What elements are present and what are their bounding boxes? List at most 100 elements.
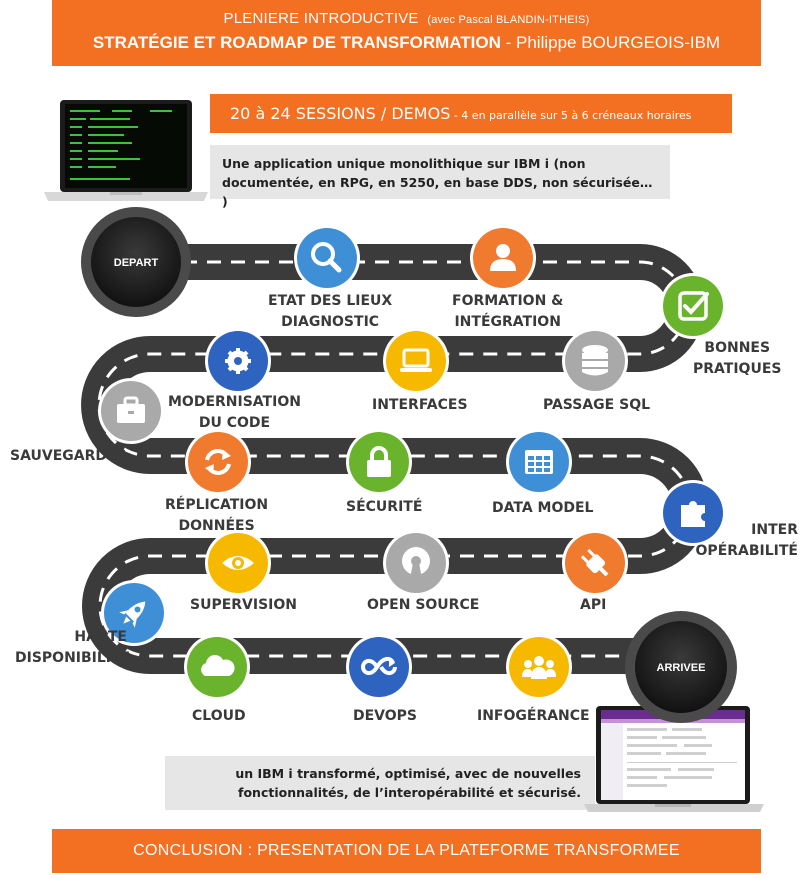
infinity-icon — [360, 656, 397, 675]
label-passage-sql: PASSAGE SQL — [543, 395, 650, 416]
step-supervision — [205, 530, 271, 596]
step-haute — [101, 580, 167, 646]
label-diagnostic: ETAT DES LIEUX DIAGNOSTIC — [268, 291, 392, 333]
step-sauvegardes — [98, 378, 164, 444]
strategy-title: STRATÉGIE ET ROADMAP DE TRANSFORMATION — [92, 33, 501, 52]
label-bonnes-line2: PRATIQUES — [693, 361, 782, 377]
intro-box: Une application unique monolithique sur … — [210, 145, 670, 209]
step-securite — [346, 429, 412, 495]
step-diagnostic-circle — [297, 228, 357, 288]
puzzle-icon — [681, 501, 705, 527]
label-interfaces: INTERFACES — [372, 395, 468, 416]
label-datamodel-line1: DATA MODEL — [492, 500, 594, 516]
step-api — [562, 530, 628, 596]
label-infogerance-line1: INFOGÉRANCE — [477, 708, 590, 724]
step-circles — [98, 225, 726, 700]
label-interop-line1: INTER — [751, 522, 798, 538]
label-interfaces-line1: INTERFACES — [372, 397, 468, 413]
step-interfaces-circle — [386, 331, 446, 391]
label-opensource-line1: OPEN SOURCE — [367, 597, 480, 613]
finish-label: ARRIVEE — [657, 662, 706, 674]
step-modernisation — [205, 328, 271, 394]
sessions-banner: 20 à 24 SESSIONS / DEMOS - 4 en parallèl… — [210, 94, 732, 133]
label-bonnes-pratiques: BONNES PRATIQUES — [693, 338, 781, 380]
step-replication — [185, 429, 251, 495]
label-devops: DEVOPS — [353, 706, 417, 727]
rocket-icon — [119, 601, 146, 628]
label-bonnes-line1: BONNES — [704, 340, 771, 356]
step-replication-circle — [188, 432, 248, 492]
sessions-count: 20 à 24 SESSIONS / DEMOS — [230, 104, 451, 123]
cloud-icon — [201, 655, 235, 676]
label-sql-line1: PASSAGE SQL — [543, 397, 651, 413]
top-banner: PLENIERE INTRODUCTIVE (avec Pascal BLAND… — [52, 0, 761, 66]
step-opensource — [383, 530, 449, 596]
label-diagnostic-line1: ETAT DES LIEUX — [268, 293, 393, 309]
label-infogerance: INFOGÉRANCE — [477, 706, 590, 727]
lock-icon — [367, 446, 391, 477]
finish-marker: ARRIVEE — [625, 611, 737, 723]
label-formation-line1: FORMATION & — [452, 293, 564, 309]
table-icon — [525, 450, 553, 474]
label-haute-disponibilite: HAUTE DISPONIBILITÉ — [15, 627, 131, 669]
strategy-line: STRATÉGIE ET ROADMAP DE TRANSFORMATION -… — [52, 33, 761, 53]
briefcase-icon — [117, 396, 145, 423]
step-sql — [562, 328, 628, 394]
label-devops-line1: DEVOPS — [353, 708, 418, 724]
strategy-speaker: - Philippe BOURGEOIS-IBM — [500, 33, 721, 52]
conclusion-text: CONCLUSION : PRESENTATION DE LA PLATEFOR… — [133, 842, 680, 859]
step-devops — [346, 634, 412, 700]
plenary-guest: (avec Pascal BLANDIN-ITHEIS) — [427, 14, 590, 26]
label-haute-line2: DISPONIBILITÉ — [15, 650, 131, 666]
label-formation: FORMATION & INTÉGRATION — [452, 291, 563, 333]
plug-icon — [580, 548, 609, 577]
intro-line-2: documentée, en RPG, en 5250, en base DDS… — [222, 175, 653, 209]
step-bonnes — [660, 273, 726, 339]
plenary-line: PLENIERE INTRODUCTIVE (avec Pascal BLAND… — [52, 10, 761, 27]
gear-icon — [225, 348, 251, 374]
label-sauvegardes: SAUVEGARDES — [10, 446, 127, 467]
laptop-icon — [400, 348, 432, 372]
step-diagnostic — [294, 225, 360, 291]
label-modernisation: MODERNISATION DU CODE — [168, 392, 301, 434]
label-modernisation-line2: DU CODE — [198, 415, 271, 431]
label-data-model: DATA MODEL — [492, 498, 593, 519]
label-open-source: OPEN SOURCE — [367, 595, 479, 616]
label-haute-line1: HAUTE — [74, 629, 127, 645]
label-replication-line1: RÉPLICATION — [165, 497, 269, 513]
label-api: API — [580, 595, 606, 616]
search-icon — [311, 242, 342, 273]
step-infogerance — [506, 634, 572, 700]
sessions-detail: - 4 en parallèle sur 5 à 6 créneaux hora… — [450, 109, 692, 122]
checkbox-icon — [678, 291, 709, 321]
conclusion-banner: CONCLUSION : PRESENTATION DE LA PLATEFOR… — [52, 829, 761, 873]
team-icon — [522, 656, 556, 679]
step-interfaces — [383, 328, 449, 394]
label-modernisation-line1: MODERNISATION — [168, 394, 301, 410]
step-bonnes-circle — [663, 276, 723, 336]
step-cloud — [184, 634, 250, 700]
database-icon — [582, 345, 608, 376]
start-marker: DEPART — [81, 207, 191, 317]
step-interop — [660, 480, 726, 546]
label-api-line1: API — [580, 597, 607, 613]
label-cloud-line1: CLOUD — [192, 708, 246, 724]
label-sauvegardes-line1: SAUVEGARDES — [10, 448, 127, 464]
label-interoperabilite: INTER OPÉRABILITÉ — [670, 520, 798, 562]
user-icon — [490, 244, 516, 271]
outro-line-2: fonctionnalités, de l’interopérabilité e… — [238, 785, 581, 800]
label-formation-line2: INTÉGRATION — [454, 314, 561, 330]
label-supervision-line1: SUPERVISION — [190, 597, 298, 613]
step-formation — [470, 225, 536, 291]
label-replication-line2: DONNÉES — [178, 518, 255, 534]
label-securite-line1: SÉCURITÉ — [346, 499, 423, 515]
intro-line-1: Une application unique monolithique sur … — [222, 156, 586, 171]
laptop-terminal-icon — [44, 100, 208, 201]
laptop-webapp-icon — [584, 706, 764, 812]
label-diagnostic-line2: DIAGNOSTIC — [281, 314, 380, 330]
label-interop-line2: OPÉRABILITÉ — [695, 543, 798, 559]
label-replication: RÉPLICATION DONNÉES — [165, 495, 268, 537]
step-datamodel — [506, 429, 572, 495]
plenary-title: PLENIERE INTRODUCTIVE — [223, 10, 419, 27]
